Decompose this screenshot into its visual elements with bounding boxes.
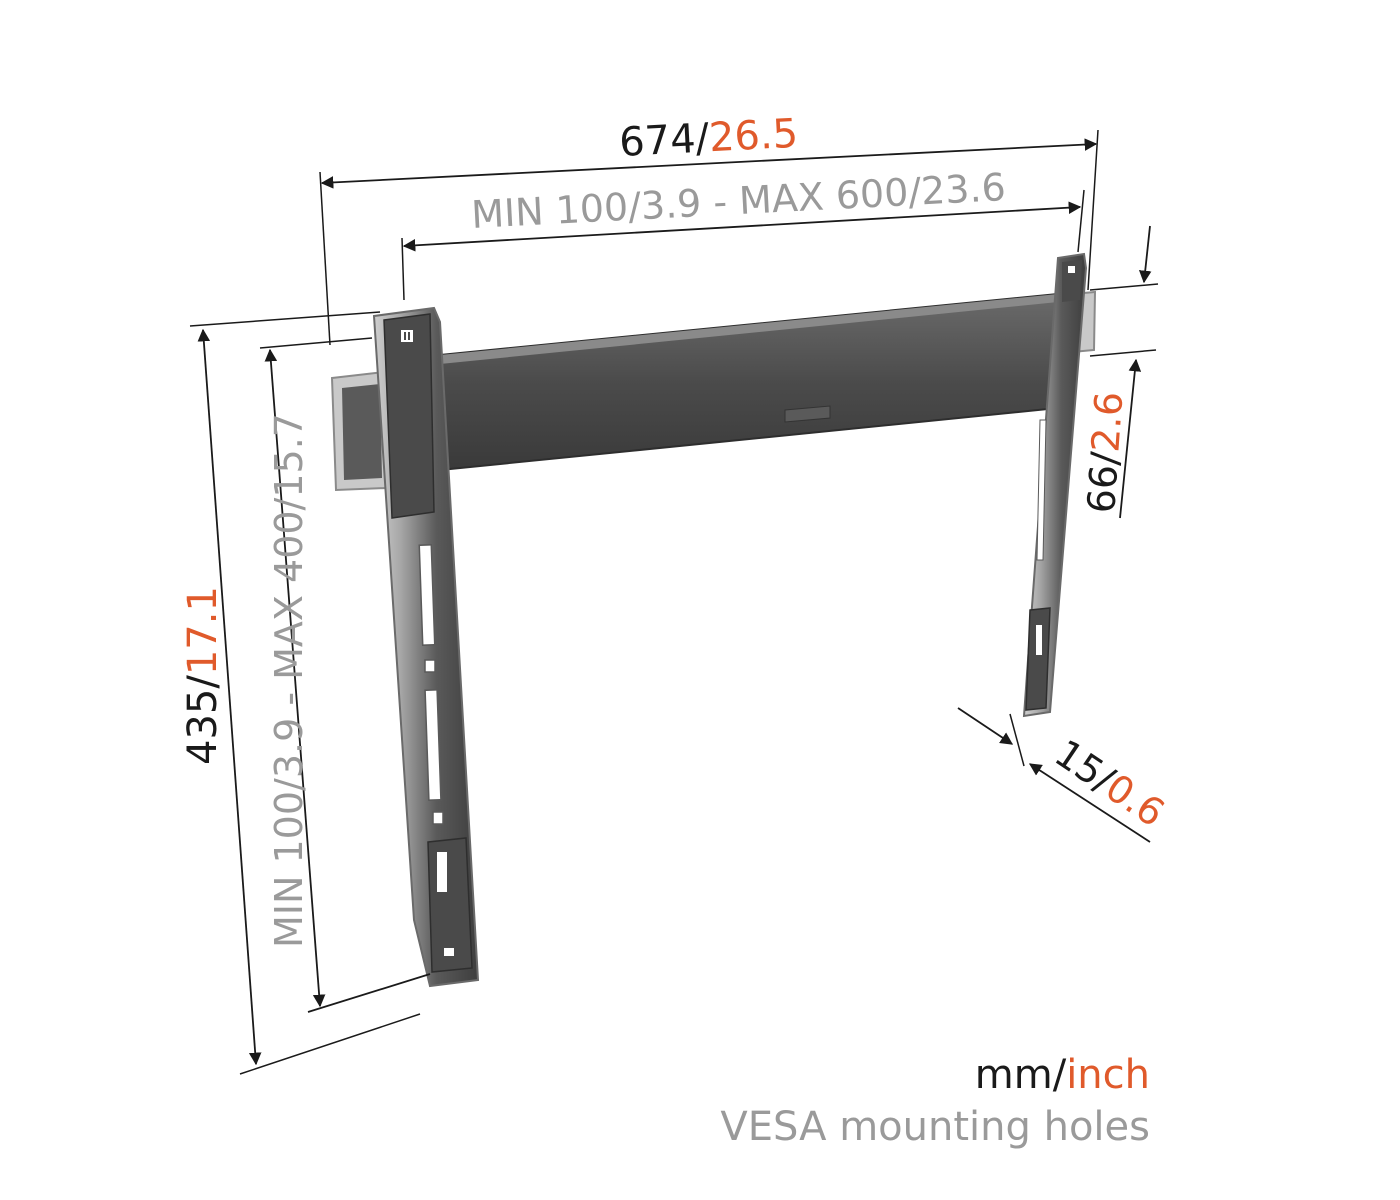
vesa-slot	[1068, 266, 1075, 273]
vesa-slot	[424, 689, 442, 801]
vesa-slot	[432, 811, 444, 825]
logo-icon	[401, 330, 413, 342]
rail-height-label: 66/2.6	[1079, 390, 1131, 514]
vesa-slot	[444, 948, 454, 956]
dimension-vesa-horizontal: MIN 100/3.9 - MAX 600/23.6	[401, 165, 1085, 301]
rail-center-clip	[784, 405, 831, 423]
left-vertical-arm	[372, 306, 480, 988]
horizontal-rail	[439, 292, 1059, 472]
vesa-slot	[437, 852, 447, 892]
vesa-slot	[418, 544, 436, 646]
right-vertical-arm	[1022, 252, 1088, 718]
vesa-slot	[1036, 419, 1047, 561]
dimension-vesa-vertical: MIN 100/3.9 - MAX 400/15.7	[259, 337, 431, 1013]
units-inch: inch	[1066, 1052, 1150, 1098]
vesa-vertical-label: MIN 100/3.9 - MAX 400/15.7	[267, 413, 311, 948]
vesa-slot	[1036, 625, 1042, 655]
wall-distance-label: 15/0.6	[1047, 731, 1172, 835]
vesa-legend: VESA mounting holes	[720, 1104, 1150, 1150]
dimension-overall-height: 435/17.1	[180, 311, 421, 1075]
units-mm: mm/	[974, 1052, 1067, 1098]
overall-width-label: 674/26.5	[618, 111, 799, 166]
vesa-slot	[424, 659, 436, 673]
overall-height-label: 435/17.1	[180, 586, 226, 765]
mount-bracket	[330, 252, 1097, 988]
dimension-wall-distance: 15/0.6	[957, 707, 1172, 843]
units-legend: mm/inch	[975, 1052, 1150, 1098]
dimension-rail-height: 66/2.6	[1079, 225, 1159, 519]
